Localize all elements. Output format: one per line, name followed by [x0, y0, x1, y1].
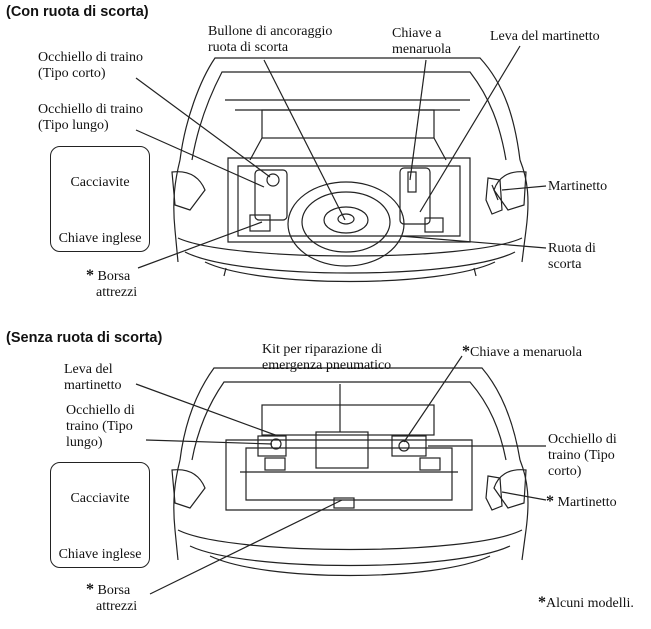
label-occhiello-corto-bottom: Occhiello di traino (Tipo corto) — [548, 432, 617, 480]
label-occhiello-lungo: Occhiello di traino (Tipo lungo) — [38, 102, 143, 134]
label-borsa-bottom: * Borsa attrezzi — [86, 582, 137, 615]
asterisk: * — [86, 581, 94, 598]
label-line: Borsa — [97, 583, 131, 598]
label-line: scorta — [548, 257, 582, 272]
label-line: Occhiello di traino — [38, 50, 143, 65]
section-heading-without-spare: (Senza ruota di scorta) — [6, 330, 163, 346]
label-chiave-inglese: Chiave inglese — [58, 547, 142, 562]
label-line: corto) — [548, 464, 582, 479]
label-line: Occhiello di traino — [38, 102, 143, 117]
label-leva-bottom: Leva del martinetto — [64, 362, 122, 394]
label-line: Kit per riparazione di — [262, 342, 383, 357]
car-without-spare-wheel — [135, 355, 547, 595]
label-line: Leva del — [64, 362, 113, 377]
label-line: (Tipo corto) — [38, 66, 106, 81]
label-borsa: * Borsa attrezzi — [86, 268, 137, 301]
label-line: Occhiello di — [66, 403, 135, 418]
asterisk: * — [538, 594, 546, 611]
footnote: *Alcuni modelli. — [538, 595, 634, 612]
label-line: Chiave a menaruola — [470, 345, 582, 360]
label-cacciavite: Cacciavite — [70, 491, 130, 506]
label-kit: Kit per riparazione di emergenza pneumat… — [262, 342, 391, 374]
label-line: Chiave a — [392, 26, 442, 41]
asterisk: * — [546, 493, 554, 510]
label-line: ruota di scorta — [208, 40, 289, 55]
toolbox-bottom: Cacciavite Chiave inglese — [50, 462, 150, 568]
label-line: Martinetto — [557, 495, 617, 510]
label-line: Bullone di ancoraggio — [208, 24, 333, 39]
label-chiave-menaruola: Chiave a menaruola — [392, 26, 451, 58]
footnote-text: Alcuni modelli. — [546, 596, 634, 611]
label-ruota: Ruota di scorta — [548, 241, 596, 273]
label-line: traino (Tipo — [66, 419, 133, 434]
label-cacciavite: Cacciavite — [70, 175, 130, 190]
label-leva: Leva del martinetto — [490, 29, 600, 44]
label-line: (Tipo lungo) — [38, 118, 109, 133]
label-line: martinetto — [64, 378, 122, 393]
label-line: emergenza pneumatico — [262, 358, 392, 373]
label-line: attrezzi — [96, 285, 138, 300]
label-chiave-menaruola-bottom: *Chiave a menaruola — [462, 344, 582, 361]
label-line: lungo) — [66, 435, 103, 450]
label-line: attrezzi — [96, 599, 138, 614]
car-with-spare-wheel — [135, 45, 547, 283]
label-martinetto-bottom: * Martinetto — [546, 494, 617, 511]
toolbox-top: Cacciavite Chiave inglese — [50, 146, 150, 252]
label-bullone: Bullone di ancoraggio ruota di scorta — [208, 24, 332, 56]
label-line: menaruola — [392, 42, 452, 57]
label-line: Ruota di — [548, 241, 596, 256]
label-occhiello-lungo-bottom: Occhiello di traino (Tipo lungo) — [66, 403, 135, 451]
asterisk: * — [462, 343, 470, 360]
label-occhiello-corto: Occhiello di traino (Tipo corto) — [38, 50, 143, 82]
label-line: Borsa — [97, 269, 131, 284]
label-martinetto: Martinetto — [548, 179, 608, 194]
asterisk: * — [86, 267, 94, 284]
label-line: traino (Tipo — [548, 448, 615, 463]
label-chiave-inglese: Chiave inglese — [58, 231, 142, 246]
label-line: Occhiello di — [548, 432, 617, 447]
section-heading-with-spare: (Con ruota di scorta) — [6, 4, 149, 20]
